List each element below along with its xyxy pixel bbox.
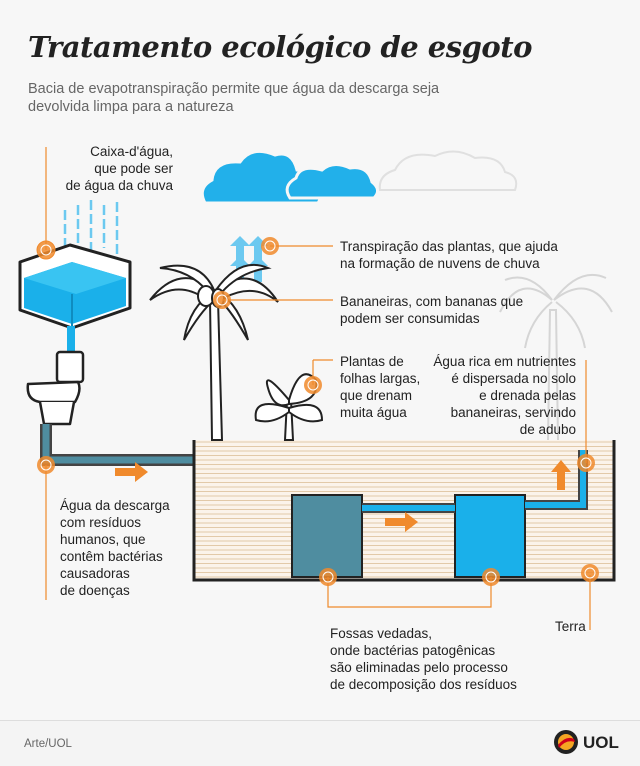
label-line: na formação de nuvens de chuva bbox=[340, 256, 540, 271]
label-bananeiras: Bananeiras, com bananas que podem ser co… bbox=[340, 293, 620, 327]
page-title: Tratamento ecológico de esgoto bbox=[28, 30, 532, 64]
label-line: Água rica em nutrientes bbox=[433, 354, 576, 369]
label-line: de água da chuva bbox=[65, 178, 173, 193]
uol-logo-icon bbox=[554, 730, 578, 754]
water-tank-icon bbox=[18, 243, 132, 330]
cloud-icon bbox=[200, 149, 518, 205]
label-line: que drenam bbox=[340, 388, 413, 403]
label-line: Transpiração das plantas, que ajuda bbox=[340, 239, 558, 254]
label-line: e drenada pelas bbox=[479, 388, 576, 403]
label-plantas: Plantas de folhas largas, que drenam mui… bbox=[340, 353, 440, 421]
marker-dots bbox=[36, 237, 599, 586]
label-line: bananeiras, servindo bbox=[450, 405, 576, 420]
label-transpiracao: Transpiração das plantas, que ajuda na f… bbox=[340, 238, 620, 272]
label-line: onde bactérias patogênicas bbox=[330, 643, 496, 658]
label-line: são eliminadas pelo processo bbox=[330, 660, 508, 675]
label-line: Água da descarga bbox=[60, 498, 170, 513]
page-subtitle: Bacia de evapotranspiração permite que á… bbox=[28, 81, 440, 115]
label-line: é dispersada no solo bbox=[451, 371, 576, 386]
rain-icon bbox=[63, 200, 119, 258]
label-line: Bananeiras, com bananas que bbox=[340, 294, 524, 309]
label-line: de decomposição dos resíduos bbox=[330, 677, 517, 692]
credit-text: Arte/UOL bbox=[24, 738, 72, 750]
label-line: Plantas de bbox=[340, 354, 404, 369]
label-line: Fossas vedadas, bbox=[330, 626, 433, 641]
label-caixa-dagua: Caixa-d'água, que pode ser de água da ch… bbox=[55, 143, 173, 194]
arrow-up-icon bbox=[551, 460, 571, 490]
label-descarga: Água da descarga com resíduos humanos, q… bbox=[60, 497, 200, 599]
label-line: que pode ser bbox=[94, 161, 173, 176]
label-line: humanos, que bbox=[60, 532, 146, 547]
label-line: folhas largas, bbox=[340, 371, 421, 386]
label-line: de adubo bbox=[519, 422, 576, 437]
label-line: Caixa-d'água, bbox=[90, 144, 173, 159]
arrow-right-icon bbox=[115, 462, 418, 532]
label-line: com resíduos bbox=[60, 515, 142, 530]
label-line: podem ser consumidas bbox=[340, 311, 480, 326]
footer-bar bbox=[0, 720, 640, 766]
label-agua-rica: Água rica em nutrientes é dispersada no … bbox=[420, 353, 576, 438]
palm-tree-icon bbox=[499, 273, 613, 441]
sealed-pit-1 bbox=[291, 494, 363, 578]
toilet-icon bbox=[26, 350, 85, 426]
label-terra: Terra bbox=[555, 619, 586, 634]
label-line: contêm bactérias bbox=[60, 549, 163, 564]
label-line: muita água bbox=[340, 405, 407, 420]
sealed-pit-2 bbox=[454, 494, 526, 578]
uol-logo-text: UOL bbox=[583, 733, 619, 752]
label-line: causadoras bbox=[60, 566, 130, 581]
label-line: de doenças bbox=[60, 583, 130, 598]
label-fossas: Fossas vedadas, onde bactérias patogênic… bbox=[330, 625, 570, 693]
